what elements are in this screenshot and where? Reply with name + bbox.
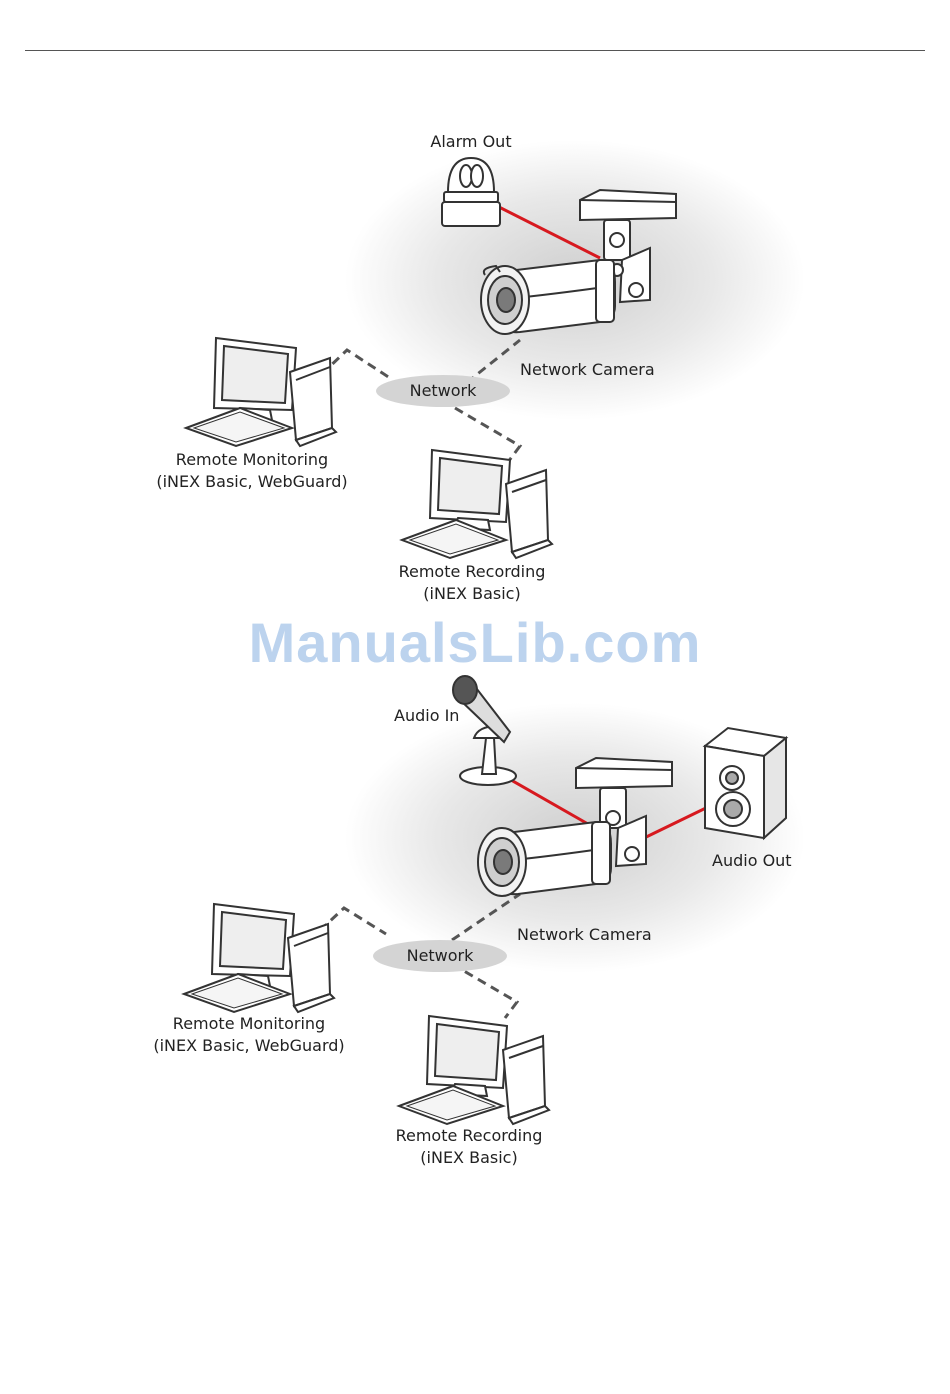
remote-monitoring-sub-label: (iNEX Basic, WebGuard)	[153, 1035, 344, 1057]
remote-recording-sub-label: (iNEX Basic)	[423, 583, 520, 605]
network-camera-icon	[478, 822, 611, 896]
remote-monitoring-sub-label: (iNEX Basic, WebGuard)	[156, 471, 347, 493]
recording-pc-icon	[402, 450, 552, 558]
remote-monitoring-label: Remote Monitoring	[173, 1013, 325, 1035]
remote-recording-sub-label: (iNEX Basic)	[420, 1147, 517, 1169]
network-camera-icon	[481, 260, 615, 334]
header-rule	[25, 50, 925, 51]
remote-monitoring-label: Remote Monitoring	[176, 449, 328, 471]
network-label: Network	[410, 380, 477, 402]
remote-recording-label: Remote Recording	[399, 561, 546, 583]
network-camera-label: Network Camera	[520, 359, 655, 381]
remote-recording-label: Remote Recording	[396, 1125, 543, 1147]
network-camera-label: Network Camera	[517, 924, 652, 946]
network-label: Network	[407, 945, 474, 967]
watermark: ManualsLib.com	[0, 610, 950, 675]
diagram-audio: Audio In Audio Out Network Camera Networ…	[0, 668, 950, 1188]
monitoring-pc-icon	[186, 338, 336, 446]
recording-pc-icon	[399, 1016, 549, 1124]
monitoring-pc-icon	[184, 904, 334, 1012]
audio-in-label: Audio In	[394, 705, 459, 727]
dashed-link-recording	[452, 964, 517, 1018]
diagram-alarm-out: Alarm Out Network Camera Network Remote …	[0, 110, 950, 630]
alarm-out-label: Alarm Out	[430, 131, 511, 153]
speaker-icon	[705, 728, 786, 838]
audio-out-label: Audio Out	[712, 850, 792, 872]
